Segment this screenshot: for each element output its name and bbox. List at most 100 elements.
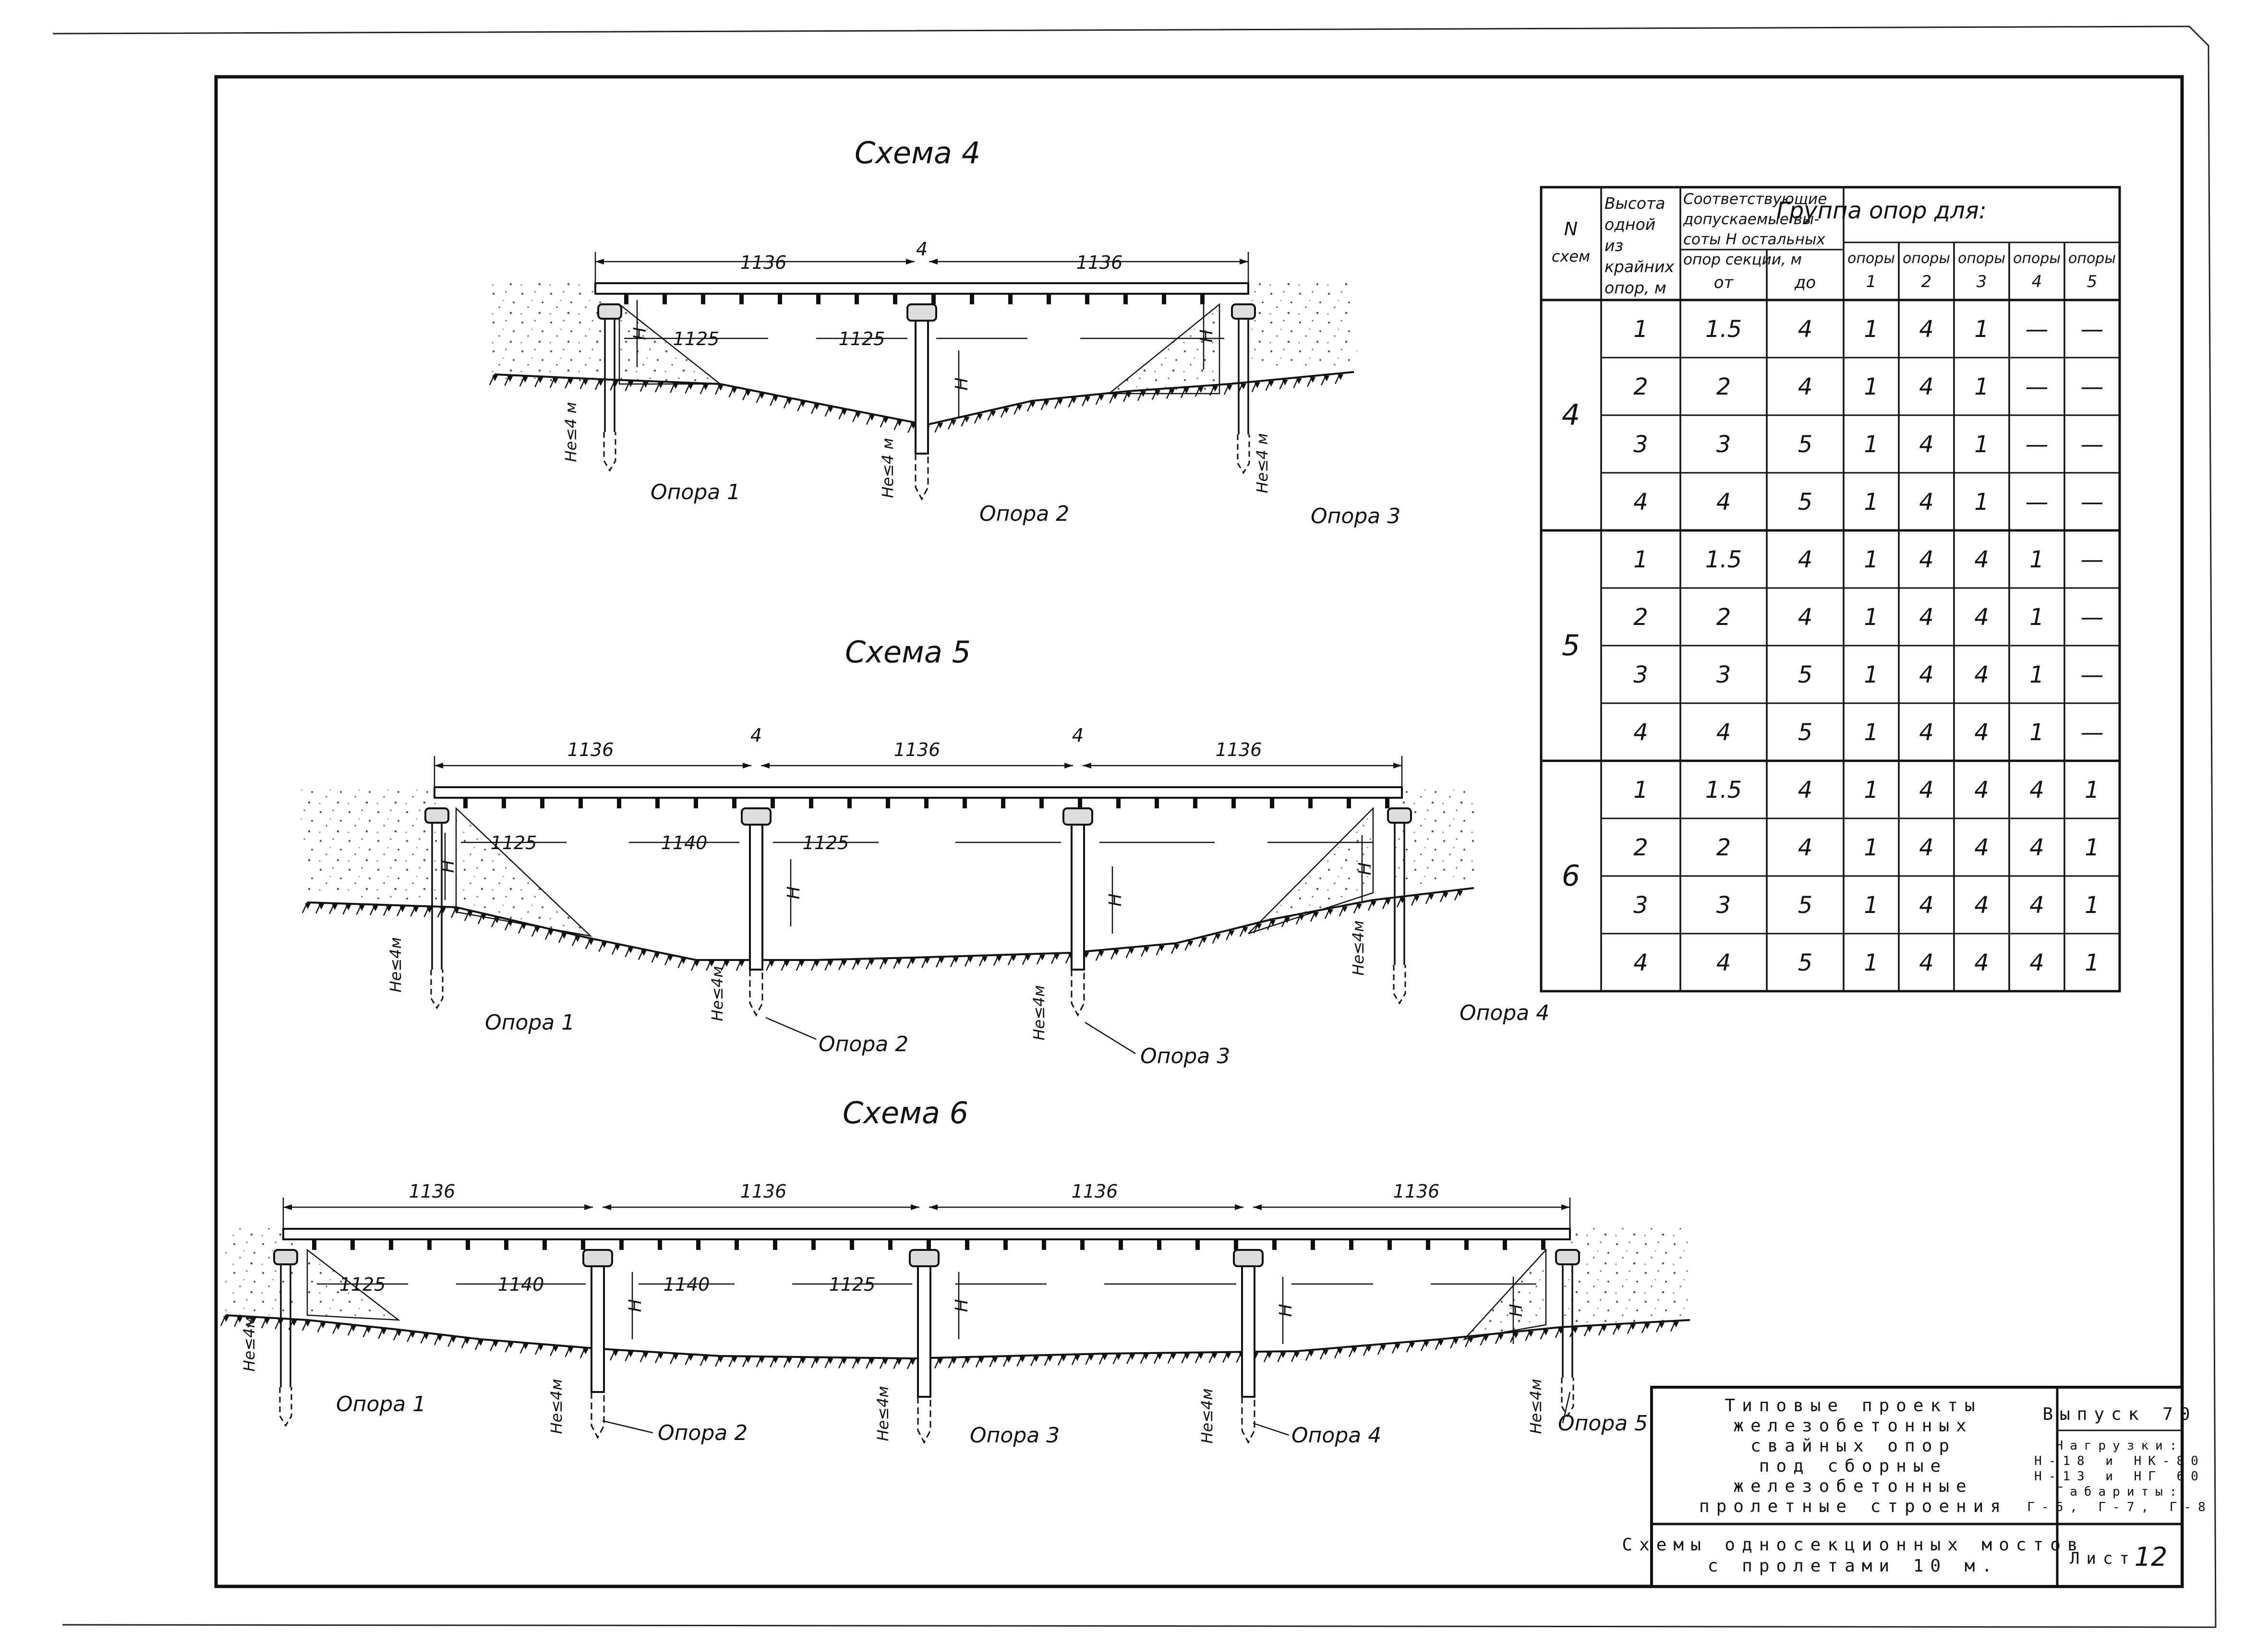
table-cell: 1 [1864,892,1879,919]
table-cell: 1 [2029,719,2044,746]
ground-hatch-mark [534,927,540,933]
ground-hatch-mark [1284,917,1290,924]
deck-rib [389,1239,393,1250]
header-support-number: 3 [1977,272,1987,291]
deck-rib [1080,1239,1085,1250]
dimension-arrow [929,1204,938,1210]
pile-tip [749,970,763,1017]
ground-hatch-mark [1327,909,1333,915]
sheet-title-line: с пролетами 10 м. [1708,1556,1999,1576]
loads-line: Габариты: [2056,1485,2184,1499]
deck-rib [579,798,583,808]
ground-hatch-mark [450,1337,457,1343]
pile-shaft [749,824,763,971]
ground-hatch-mark [492,375,498,381]
depth-label: Не≤4м [874,1386,892,1441]
ground-hatch-mark [507,376,513,382]
ground-hatch-mark [582,1348,589,1355]
ground-hatch-mark [939,958,944,964]
ground-hatch-mark [1170,1354,1176,1360]
header-height: Высота [1604,194,1665,213]
deck-rib [543,1239,547,1250]
dimension-arrow [603,1204,611,1210]
deck-rib [1385,798,1389,808]
table-cell: — [2081,604,2104,631]
dimension-top-text: 1136 [1076,252,1123,273]
embankment-slope [618,303,722,385]
deck-rib [463,798,468,808]
ground-hatch-mark [1644,1323,1650,1329]
ground-hatch-mark [1184,1353,1190,1359]
deck-rib [1193,798,1197,808]
pile-tip [1241,1397,1255,1444]
table-cell: 5 [1798,719,1813,746]
deck-rib [619,1239,624,1250]
abutment-cap [273,1249,298,1265]
ground-hatch-mark [869,415,875,421]
depth-label: Не≤4м [1349,920,1367,975]
ground-hatch-mark [1337,1348,1343,1355]
ground-hatch-mark [1323,1350,1328,1356]
header-height: одной [1604,215,1655,234]
ground-hatch-mark [1424,1341,1429,1347]
ground-hatch-mark [1616,1325,1621,1331]
ground-hatch-mark [784,961,790,967]
sheet-title-line: Схемы односекционных мостов [1622,1535,2084,1555]
ground-hatch-mark [1528,1331,1534,1337]
ground-hatch-mark [588,939,594,945]
header-from: от [1714,273,1734,292]
table-cell: 1.5 [1705,546,1742,573]
ground-hatch-mark [601,942,607,948]
ground-hatch-mark [493,1341,499,1347]
table-cell: 1.5 [1705,777,1742,804]
ground-hatch-mark [1019,1356,1025,1363]
dimension-top-text: 1136 [894,739,941,760]
ground-hatch-mark [250,1318,256,1324]
table-cell: 4 [1974,777,1989,804]
deck-rib [1157,1239,1161,1250]
ground-hatch-mark [1242,927,1248,933]
table-cell: 1 [1974,489,1989,516]
ground-hatch-mark [464,1338,470,1344]
deck-rib [1042,1239,1046,1250]
ground-hatch-mark [1266,1352,1272,1358]
ground-hatch-mark [702,384,709,390]
deck-rib [1347,798,1351,808]
ground-hatch-mark [521,924,527,930]
header-height: крайних [1604,257,1675,276]
ground-hatch-mark [481,914,486,920]
ground-hatch-mark [953,957,959,963]
ground-hatch-mark [1211,1353,1218,1359]
depth-label: Не≤4м [708,966,726,1021]
table-cell: 1 [1974,431,1989,458]
dimension-arrow [595,259,604,264]
ground-hatch-mark [538,1345,543,1351]
support-label: Опора 1 [336,1392,426,1416]
ground-hatch-mark [1356,903,1362,910]
ground-hatch-mark [1071,397,1077,404]
header-support: опоры [1847,250,1895,267]
ground-hatch-mark [680,958,687,964]
table-cell: 2 [1633,834,1648,861]
ground-hatch-mark [827,960,833,967]
ground-hatch-mark [350,1326,356,1332]
deck-rib [502,798,506,808]
dimension-inner-text: 1125 [839,328,885,349]
deck-rib [1231,798,1236,808]
ground-hatch-mark [1033,1356,1039,1362]
ground-hatch-mark [967,957,973,963]
ground-hatch-mark [1380,1345,1386,1351]
ground-hatch-mark [688,384,694,390]
depth-label: Не≤4м [1527,1379,1545,1434]
ground-hatch-mark [1371,901,1376,907]
title-block-border [1650,1386,2184,1588]
table-cell: 1 [1864,604,1879,631]
ground-hatch-mark [1039,954,1045,960]
deck-rib [1003,1239,1008,1250]
sheet-label: Лист [2070,1549,2136,1568]
ground-hatch-mark [1268,381,1274,387]
deck-rib [1195,1239,1200,1250]
table-cell: 4 [2029,777,2044,804]
